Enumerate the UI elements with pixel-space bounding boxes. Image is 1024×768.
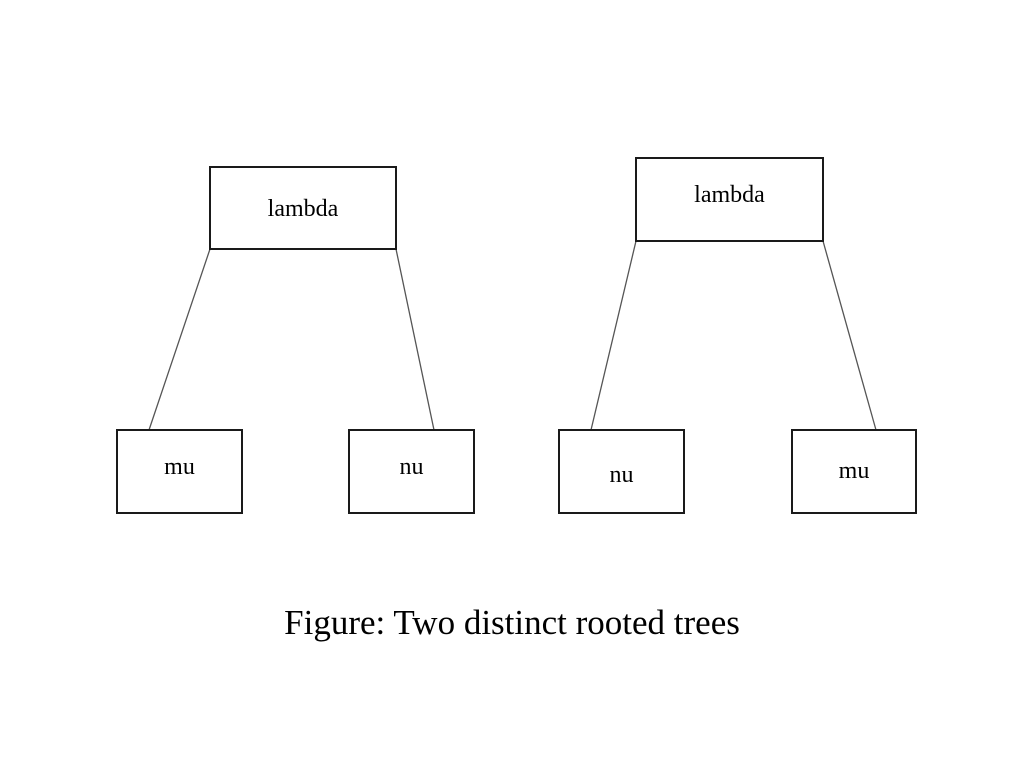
edge-tree1-root-to-left-child xyxy=(148,248,211,431)
figure-caption: Figure: Two distinct rooted trees xyxy=(284,603,740,642)
edge-tree2-root-to-right-child xyxy=(822,240,877,431)
tree1-root-label: lambda xyxy=(267,196,339,222)
tree2-root-node: lambda xyxy=(635,157,824,242)
tree2-left-child-node: nu xyxy=(558,429,685,514)
tree1-left-child-label: mu xyxy=(164,454,195,480)
tree1-right-child-label: nu xyxy=(399,454,424,480)
edge-tree2-root-to-left-child xyxy=(590,240,637,431)
tree1-right-child-node: nu xyxy=(348,429,475,514)
tree1-left-child-node: mu xyxy=(116,429,243,514)
tree2-right-child-node: mu xyxy=(791,429,917,514)
tree2-right-child-label: mu xyxy=(838,458,870,484)
tree2-left-child-label: nu xyxy=(609,462,634,488)
tree2-root-label: lambda xyxy=(694,182,765,208)
edge-tree1-root-to-right-child xyxy=(395,248,435,431)
tree1-root-node: lambda xyxy=(209,166,397,250)
